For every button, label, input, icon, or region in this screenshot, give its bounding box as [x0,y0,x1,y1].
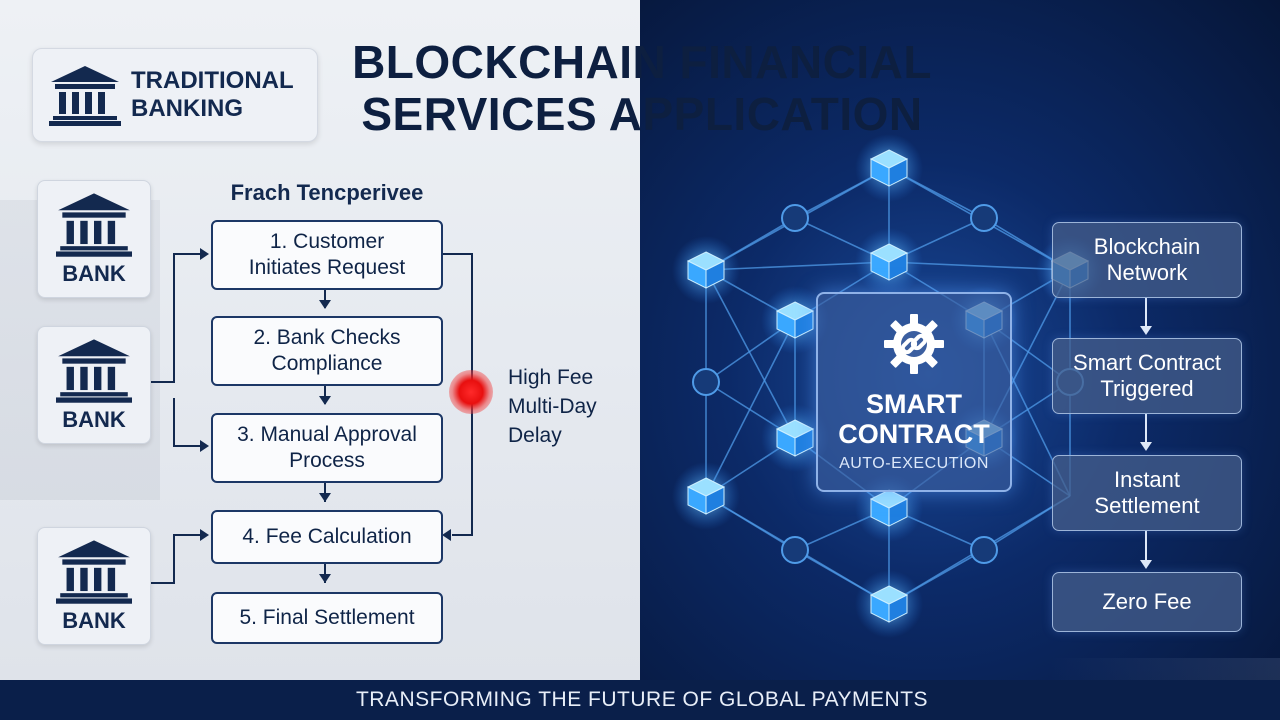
gear-chain-icon [882,312,946,381]
flow-3-line-2: Settlement [1094,493,1199,519]
bank-card-2: BANK [37,326,151,444]
fee-note-multi-day: Multi-Day [508,392,597,421]
smart-contract-title-line-1: SMART [838,389,989,419]
step-3-line-2: Process [237,448,417,474]
flow-blockchain-network: Blockchain Network [1052,222,1242,298]
step-2-line-1: 2. Bank Checks [253,325,400,351]
flow-2-line-2: Triggered [1073,376,1221,402]
flow-1-line-1: Blockchain [1094,234,1200,260]
bank-icon [56,191,132,257]
bank-card-3: BANK [37,527,151,645]
step-5-line-1: 5. Final Settlement [239,605,414,631]
process-step-2: 2. Bank Checks Compliance [211,316,443,386]
fee-note: High Fee Multi-Day Delay [508,363,597,450]
traditional-label-line-2: BANKING [131,95,294,123]
fee-note-delay: Delay [508,421,597,450]
smart-contract-title: SMART CONTRACT [838,389,989,449]
step-2-line-2: Compliance [253,351,400,377]
flow-1-line-2: Network [1094,260,1200,286]
bank-icon [56,337,132,403]
flow-smart-contract-triggered: Smart Contract Triggered [1052,338,1242,414]
fee-alert-dot [449,370,493,414]
bank-icon [49,64,121,126]
title-line-2: SERVICES APPLICATION [322,88,962,140]
process-step-1: 1. Customer Initiates Request [211,220,443,290]
footer-banner: TRANSFORMING THE FUTURE OF GLOBAL PAYMEN… [0,680,1280,720]
bank-label: BANK [62,407,126,433]
smart-contract-subtitle: AUTO-EXECUTION [839,455,989,473]
step-4-line-1: 4. Fee Calculation [242,524,411,550]
process-step-3: 3. Manual Approval Process [211,413,443,483]
bank-card-1: BANK [37,180,151,298]
process-step-4: 4. Fee Calculation [211,510,443,564]
footer-tagline: TRANSFORMING THE FUTURE OF GLOBAL PAYMEN… [356,688,928,712]
decorative-shadow [1050,658,1280,680]
flow-4-line-1: Zero Fee [1102,589,1191,615]
step-3-line-1: 3. Manual Approval [237,422,417,448]
smart-contract-card: SMART CONTRACT AUTO-EXECUTION [816,292,1012,492]
step-1-line-1: 1. Customer [249,229,405,255]
page-title: BLOCKCHAIN FINANCIAL SERVICES APPLICATIO… [322,36,962,140]
fee-note-high-fee: High Fee [508,363,597,392]
title-line-1: BLOCKCHAIN FINANCIAL [322,36,962,88]
step-1-line-2: Initiates Request [249,255,405,281]
flow-instant-settlement: Instant Settlement [1052,455,1242,531]
traditional-label-line-1: TRADITIONAL [131,67,294,95]
bank-label: BANK [62,608,126,634]
process-heading: Frach Tencperivee [212,180,442,206]
bank-label: BANK [62,261,126,287]
flow-2-line-1: Smart Contract [1073,350,1221,376]
traditional-banking-label: TRADITIONAL BANKING [131,67,294,123]
smart-contract-title-line-2: CONTRACT [838,419,989,449]
bank-icon [56,538,132,604]
traditional-banking-card: TRADITIONAL BANKING [32,48,318,142]
flow-3-line-1: Instant [1094,467,1199,493]
flow-zero-fee: Zero Fee [1052,572,1242,632]
process-step-5: 5. Final Settlement [211,592,443,644]
